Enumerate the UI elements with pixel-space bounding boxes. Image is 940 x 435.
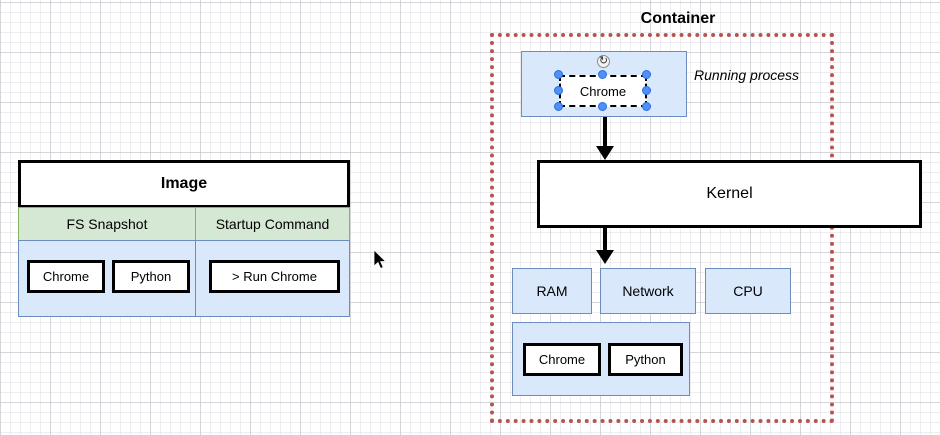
resource-cpu-box[interactable]: CPU (705, 268, 791, 314)
resource-ram-box[interactable]: RAM (512, 268, 592, 314)
image-fs-chrome-label: Chrome (42, 269, 90, 284)
resize-handle-n[interactable] (598, 70, 607, 79)
container-python-label: Python (625, 352, 666, 367)
image-startup-command-box[interactable]: > Run Chrome (209, 260, 340, 293)
resize-handle-s[interactable] (598, 102, 607, 111)
container-boundary[interactable] (490, 33, 834, 423)
running-process-annotation: Running process (694, 66, 804, 106)
resize-handle-se[interactable] (642, 102, 651, 111)
arrow-kernel-to-resources-head (596, 250, 614, 264)
fs-snapshot-header-label: FS Snapshot (66, 216, 148, 232)
image-fs-python-label: Python (130, 269, 172, 284)
resize-handle-nw[interactable] (554, 70, 563, 79)
kernel-box[interactable]: Kernel (537, 160, 922, 228)
arrow-kernel-to-resources-shaft (603, 228, 607, 252)
resize-handle-sw[interactable] (554, 102, 563, 111)
resize-handle-ne[interactable] (642, 70, 651, 79)
image-startup-command-label: > Run Chrome (232, 269, 317, 284)
container-chrome-box[interactable]: Chrome (523, 343, 601, 376)
resource-network-label: Network (622, 283, 674, 299)
resize-handle-w[interactable] (554, 86, 563, 95)
image-title-box[interactable]: Image (18, 160, 350, 208)
running-process-annotation-label: Running process (694, 67, 800, 83)
image-fs-chrome-box[interactable]: Chrome (27, 260, 105, 293)
rotate-glyph: ↻ (598, 55, 609, 67)
resize-handle-e[interactable] (642, 86, 651, 95)
arrow-process-to-kernel-head (596, 146, 614, 160)
container-python-box[interactable]: Python (608, 343, 683, 376)
arrow-process-to-kernel-shaft (603, 117, 607, 148)
resource-ram-label: RAM (536, 283, 568, 299)
selected-chrome-label: Chrome (579, 83, 627, 99)
rotate-handle-icon[interactable]: ↻ (597, 55, 610, 68)
fs-snapshot-header[interactable]: FS Snapshot (18, 207, 196, 241)
mouse-pointer-icon (374, 250, 387, 270)
startup-command-header[interactable]: Startup Command (195, 207, 350, 241)
container-title-label: Container (640, 10, 716, 27)
image-fs-python-box[interactable]: Python (112, 260, 190, 293)
startup-command-header-label: Startup Command (215, 216, 330, 232)
image-title-label: Image (160, 175, 208, 192)
kernel-label: Kernel (706, 185, 753, 202)
resource-network-box[interactable]: Network (600, 268, 696, 314)
container-chrome-label: Chrome (538, 352, 586, 367)
container-title[interactable]: Container (568, 8, 788, 30)
resource-cpu-label: CPU (733, 283, 763, 299)
